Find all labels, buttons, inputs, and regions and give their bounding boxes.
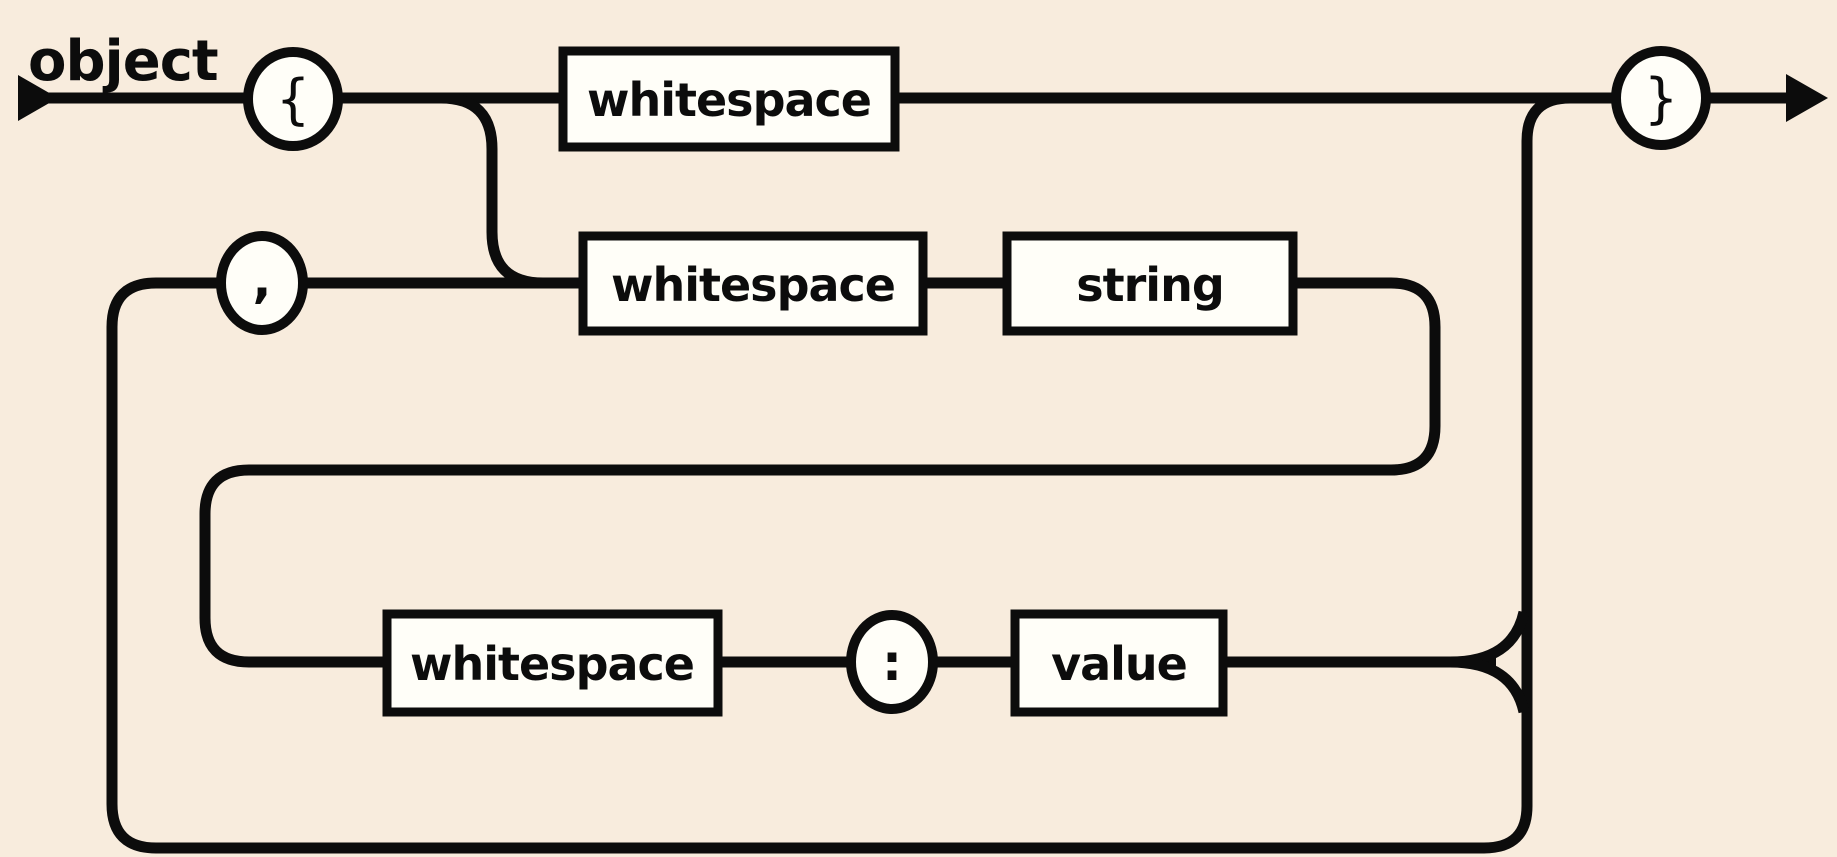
terminal-label-comma: , (253, 251, 272, 309)
track-value-exit-down (1449, 656, 1530, 714)
terminal-colon (846, 610, 938, 714)
rule-box-whitespace-top (558, 46, 900, 152)
terminal-open-brace (243, 47, 343, 151)
rule-label-whitespace-member: whitespace (611, 258, 895, 312)
track-right-vertical (1483, 92, 1571, 854)
start-arrow (18, 75, 58, 121)
diagram-title: object (28, 29, 218, 94)
rule-box-value (1010, 609, 1228, 717)
track-member-loop (106, 277, 1496, 854)
terminal-comma (216, 231, 308, 335)
terminal-label-open-brace: { (276, 68, 310, 131)
rule-box-whitespace-value (382, 609, 723, 717)
rule-label-whitespace-value: whitespace (410, 637, 694, 691)
rule-box-string (1002, 231, 1298, 336)
terminal-label-close-brace: } (1644, 67, 1678, 130)
rule-label-value: value (1051, 637, 1187, 691)
end-arrow (1786, 74, 1828, 122)
terminal-close-brace (1611, 46, 1711, 150)
rule-box-whitespace-member (578, 231, 928, 336)
rule-label-whitespace-top: whitespace (587, 73, 871, 127)
rule-label-string: string (1076, 258, 1224, 312)
terminal-label-colon: : (882, 634, 902, 692)
